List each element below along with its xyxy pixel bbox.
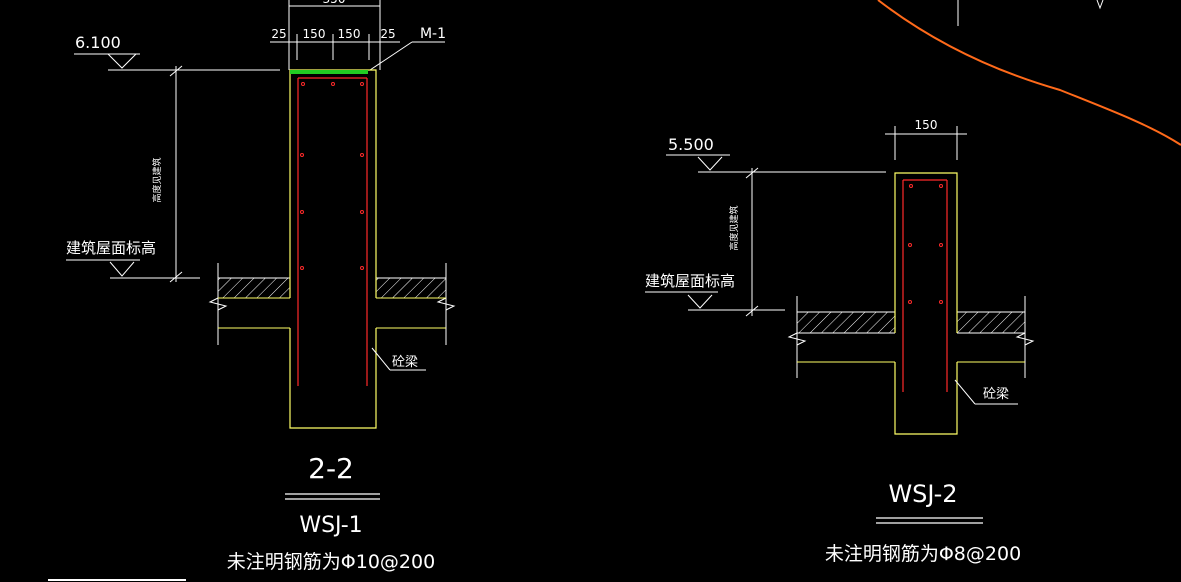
wsj1-elevation-text: 6.100 <box>75 33 121 52</box>
wsj2-drawing: 150 5.500 高度见建筑 建筑屋面标高 <box>645 118 1035 565</box>
wsj1-rebar <box>297 77 368 386</box>
wsj2-outline <box>894 172 958 435</box>
wsj1-dim-right: 25 <box>380 27 395 41</box>
wsj1-dim-left: 25 <box>271 27 286 41</box>
wsj2-dim-width: 150 <box>915 118 938 132</box>
wsj2-height-note: 高度见建筑 <box>728 205 740 250</box>
wsj1-elevation-marker <box>74 53 280 71</box>
wsj1-top-dimension <box>270 0 445 71</box>
stray-mark <box>1096 0 1104 10</box>
wsj2-name: WSJ-2 <box>888 480 957 508</box>
wsj1-dim-b: 150 <box>338 27 361 41</box>
wsj2-rebar <box>902 179 948 392</box>
wsj2-elevation-marker <box>666 154 886 173</box>
orange-curve <box>877 0 1181 146</box>
wsj1-slab <box>208 263 456 345</box>
wsj1-cap-label: M-1 <box>420 26 446 42</box>
wsj2-elevation-text: 5.500 <box>668 135 714 154</box>
wsj1-name: WSJ-1 <box>299 513 362 538</box>
wsj2-slab <box>787 296 1035 378</box>
wsj1-beam-label: 砼梁 <box>392 355 418 370</box>
wsj2-rebar-dots <box>908 184 943 304</box>
wsj1-section-id: 2-2 <box>308 452 354 485</box>
wsj2-roof-marker <box>645 291 785 311</box>
wsj1-drawing: 350 25 150 150 25 M-1 6.100 高度见建筑 建筑屋面标高 <box>66 0 456 573</box>
wsj2-beam-label: 砼梁 <box>983 387 1009 402</box>
wsj1-height-dimension <box>169 65 183 283</box>
wsj2-title-underline <box>876 517 983 524</box>
wsj1-dim-a: 150 <box>303 27 326 41</box>
wsj2-note: 未注明钢筋为Φ8@200 <box>825 543 1021 565</box>
wsj1-roof-marker <box>66 259 200 279</box>
wsj1-beam-leader <box>371 347 426 371</box>
wsj1-title-underline <box>285 493 380 500</box>
wsj1-roof-label: 建筑屋面标高 <box>66 239 156 257</box>
wsj2-height-dimension <box>745 167 759 317</box>
wsj1-rebar-dots <box>300 82 364 270</box>
wsj2-beam-leader <box>954 379 1018 405</box>
wsj1-note: 未注明钢筋为Φ10@200 <box>227 551 435 573</box>
wsj2-roof-label: 建筑屋面标高 <box>645 272 735 290</box>
wsj1-height-note: 高度见建筑 <box>151 157 163 202</box>
wsj2-top-dimension <box>885 126 967 160</box>
wsj1-dim-total: 350 <box>323 0 346 6</box>
